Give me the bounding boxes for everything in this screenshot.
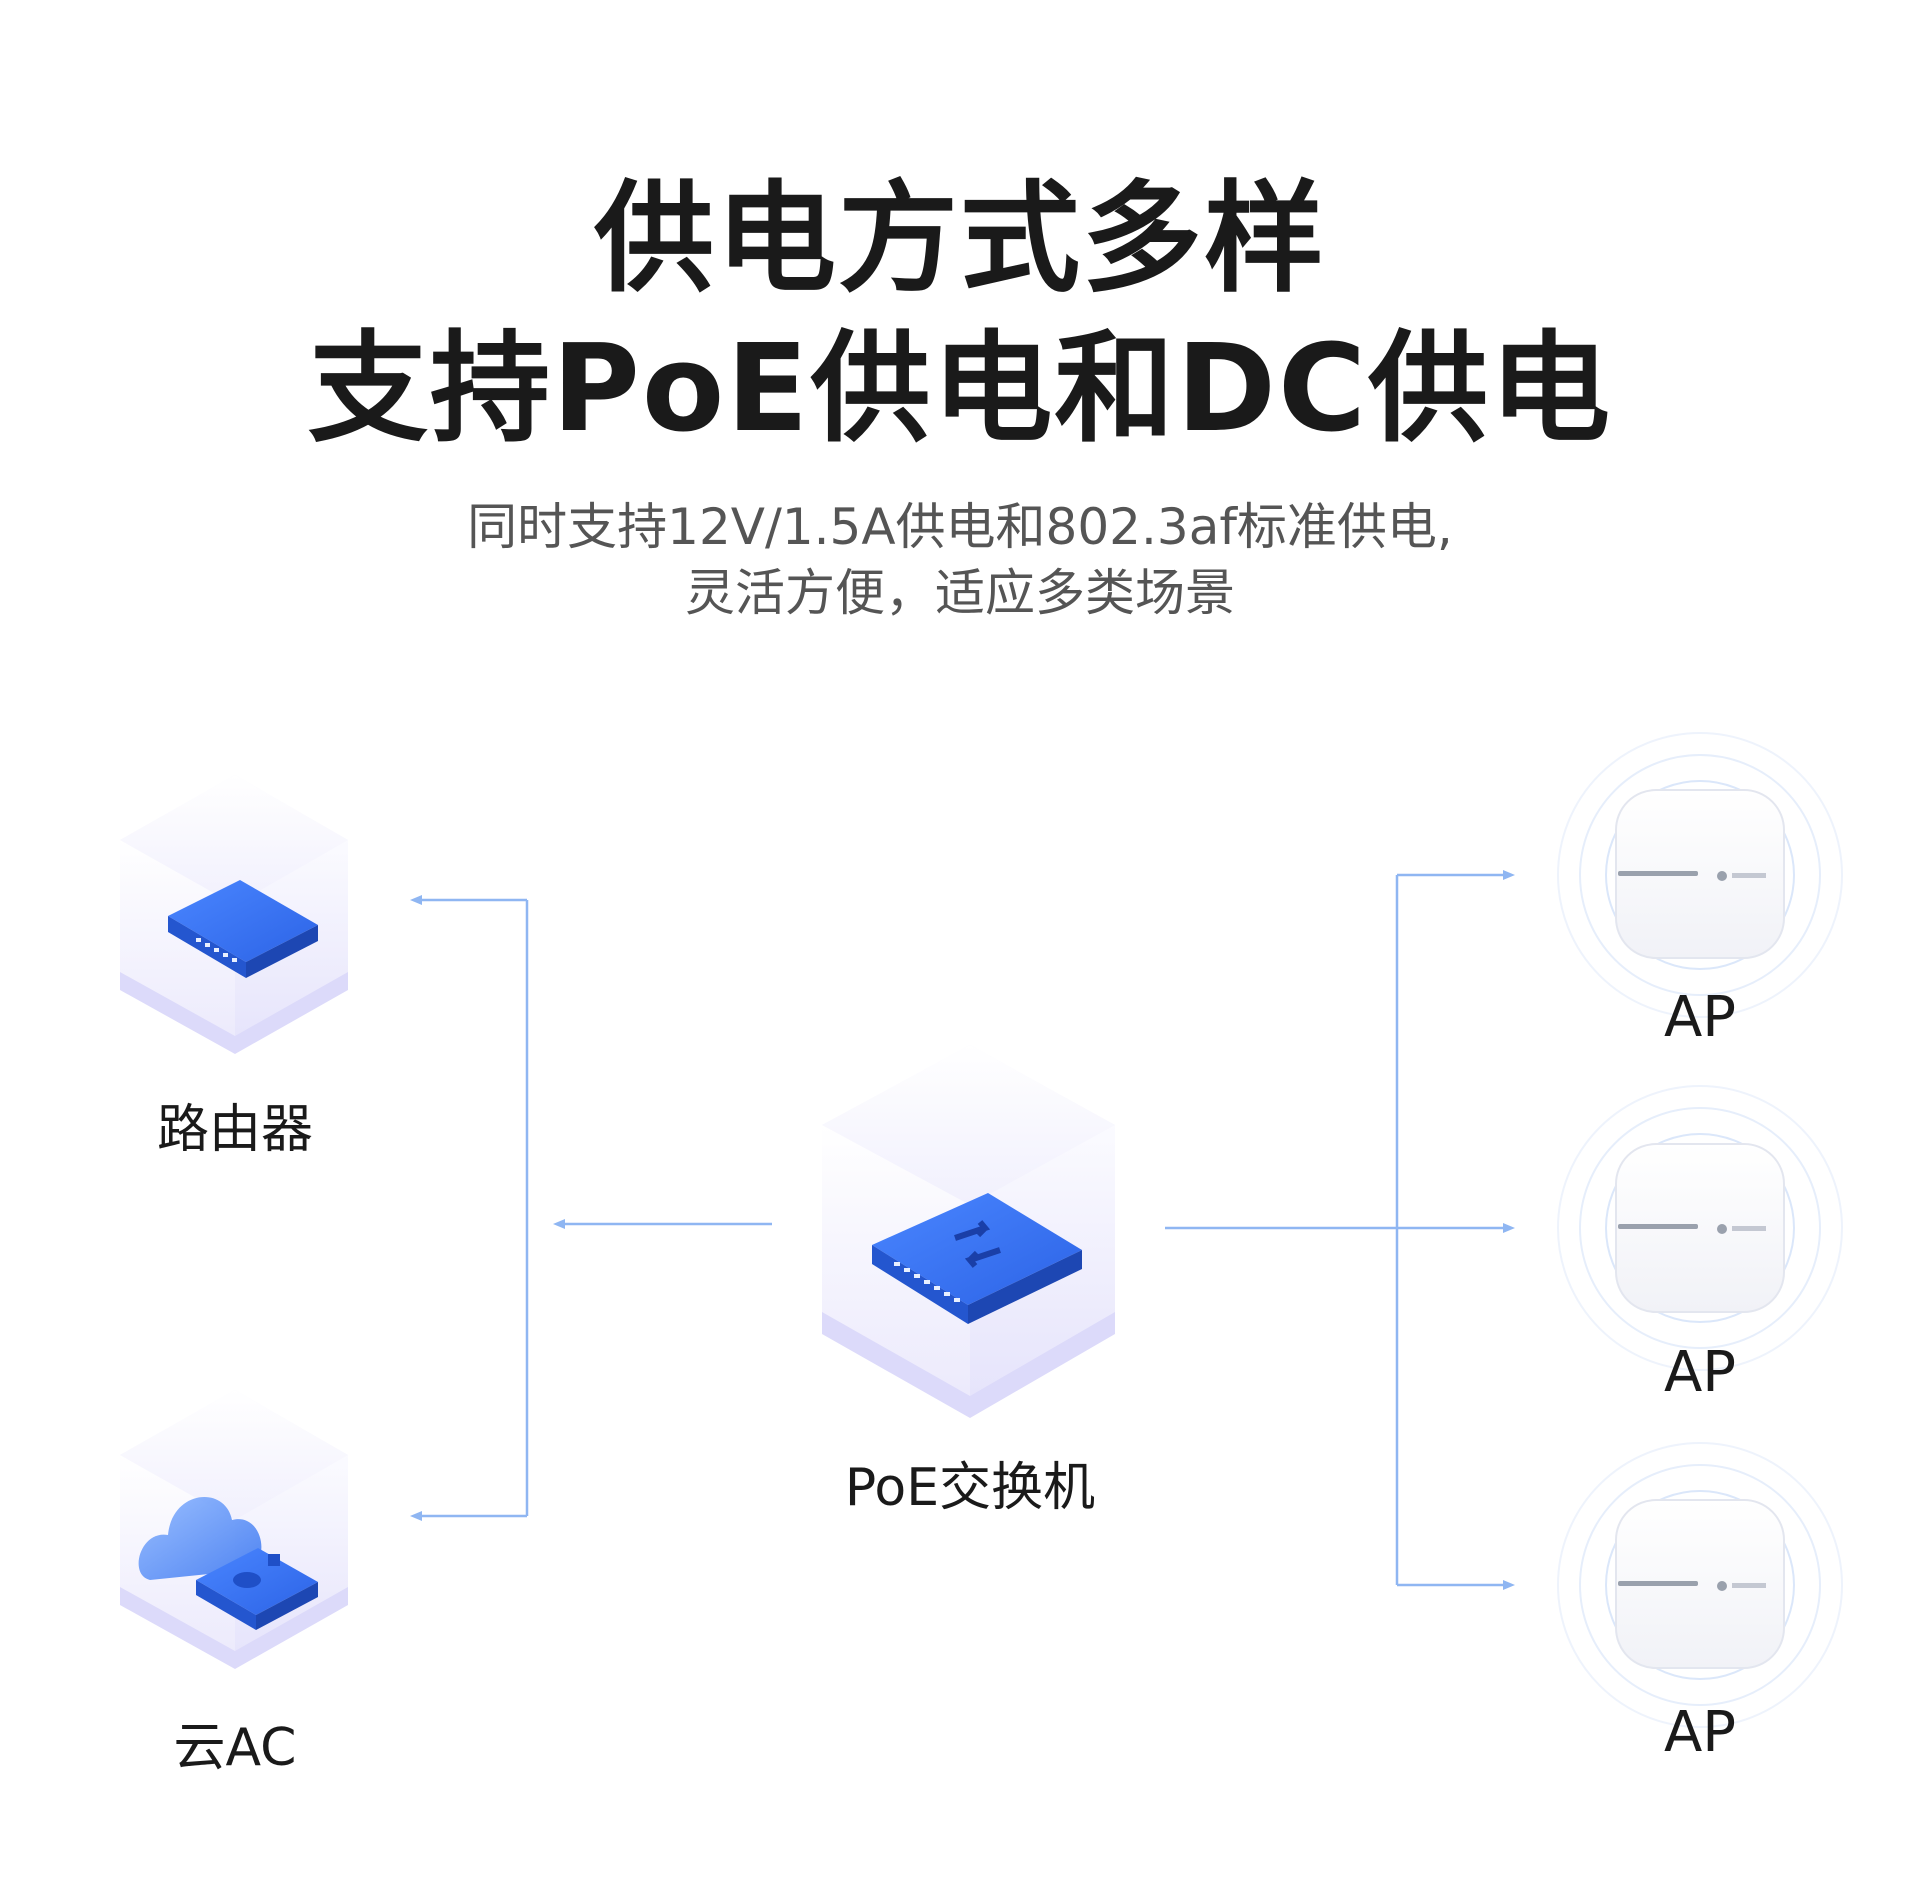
ap-icon (1615, 789, 1785, 959)
router-label: 路由器 (156, 1100, 313, 1160)
arrowhead-ap2 (1503, 1223, 1515, 1233)
ap-label-2: AP (1663, 1340, 1737, 1405)
router-icon (168, 880, 318, 978)
cloud-ac-icon (138, 1497, 318, 1630)
arrowhead-ap1 (1503, 870, 1515, 880)
connection-lines (414, 873, 1510, 1587)
poe-switch-label: PoE交换机 (844, 1458, 1096, 1518)
arrowheads (410, 870, 1515, 1590)
ap-label-3: AP (1663, 1700, 1737, 1765)
cloud-ac-cube (120, 1390, 348, 1669)
ap-label-1: AP (1663, 985, 1737, 1050)
headline-line1: 供电方式多样 (594, 170, 1326, 309)
subtitle-line1: 同时支持12V/1.5A供电和802.3af标准供电, (467, 498, 1453, 556)
router-cube (120, 775, 348, 1054)
ap-device-1 (1557, 732, 1843, 1018)
ap-icon (1615, 1143, 1785, 1313)
ap-icon (1615, 1499, 1785, 1669)
cloud-ac-label: 云AC (173, 1718, 297, 1778)
ap-device-3 (1557, 1442, 1843, 1728)
arrowhead-router (410, 895, 422, 905)
switch-icon (872, 1193, 1082, 1324)
arrowhead-ap3 (1503, 1580, 1515, 1590)
arrowhead-cloud-ac (410, 1511, 422, 1521)
poe-switch-cube (822, 1045, 1115, 1418)
subtitle-line2: 灵活方便，适应多类场景 (685, 564, 1235, 622)
arrowhead-uplink (553, 1219, 565, 1229)
ap-device-2 (1557, 1085, 1843, 1371)
headline-line2: 支持PoE供电和DC供电 (307, 320, 1613, 459)
